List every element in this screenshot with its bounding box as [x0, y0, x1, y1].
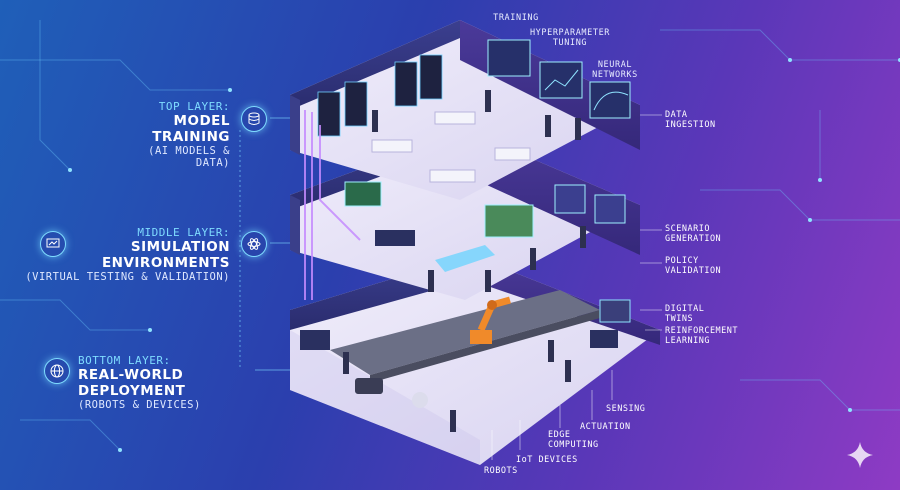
middle-layer-subtitle: (VIRTUAL TESTING & VALIDATION)	[25, 271, 230, 283]
caption-training: TRAINING	[493, 13, 539, 23]
robot-arm	[470, 296, 511, 344]
globe-icon	[44, 358, 70, 384]
top-layer-label: TOP LAYER: MODEL TRAINING (AI MODELS & D…	[110, 100, 230, 169]
callout-leaders	[491, 114, 662, 460]
middle-layer-title: SIMULATION ENVIRONMENTS	[101, 239, 230, 271]
top-layer-tag: TOP LAYER:	[158, 100, 230, 113]
callout-digital-twins: DIGITAL TWINS	[665, 304, 705, 324]
bottom-layer-label: BOTTOM LAYER: REAL-WORLD DEPLOYMENT (ROB…	[78, 354, 248, 411]
callout-robots: ROBOTS	[484, 466, 518, 476]
caption-hyperparameter-tuning: HYPERPARAMETER TUNING	[529, 28, 611, 48]
callout-data-ingestion: DATA INGESTION	[665, 110, 716, 130]
callout-scenario-generation: SCENARIO GENERATION	[665, 224, 722, 244]
top-layer-title: MODEL TRAINING	[152, 113, 230, 145]
bottom-layer-title: REAL-WORLD DEPLOYMENT	[78, 367, 186, 399]
database-icon	[241, 106, 267, 132]
callout-reinforcement-learning: REINFORCEMENT LEARNING	[665, 326, 739, 346]
atom-icon	[241, 231, 267, 257]
label-connectors	[239, 117, 290, 371]
top-layer-subtitle: (AI MODELS & DATA)	[148, 145, 230, 169]
monitor-chart-icon	[40, 231, 66, 257]
bottom-layer-tag: BOTTOM LAYER:	[78, 354, 171, 367]
bottom-layer-subtitle: (ROBOTS & DEVICES)	[78, 399, 201, 411]
caption-neural-networks: NEURAL NETWORKS	[592, 60, 638, 80]
sparkle-icon	[847, 442, 873, 468]
top-floor	[290, 20, 640, 200]
circuit-lines	[0, 20, 900, 451]
server-racks	[317, 54, 443, 137]
callout-policy-validation: POLICY VALIDATION	[665, 256, 722, 276]
callout-sensing: SENSING	[606, 404, 646, 414]
callout-edge-computing: EDGE COMPUTING	[548, 430, 599, 450]
callout-actuation: ACTUATION	[580, 422, 631, 432]
callout-iot-devices: IoT DEVICES	[516, 455, 578, 465]
middle-layer-tag: MIDDLE LAYER:	[137, 226, 230, 239]
middle-layer-label: MIDDLE LAYER: SIMULATION ENVIRONMENTS (V…	[20, 226, 230, 283]
data-pipes	[304, 110, 361, 300]
